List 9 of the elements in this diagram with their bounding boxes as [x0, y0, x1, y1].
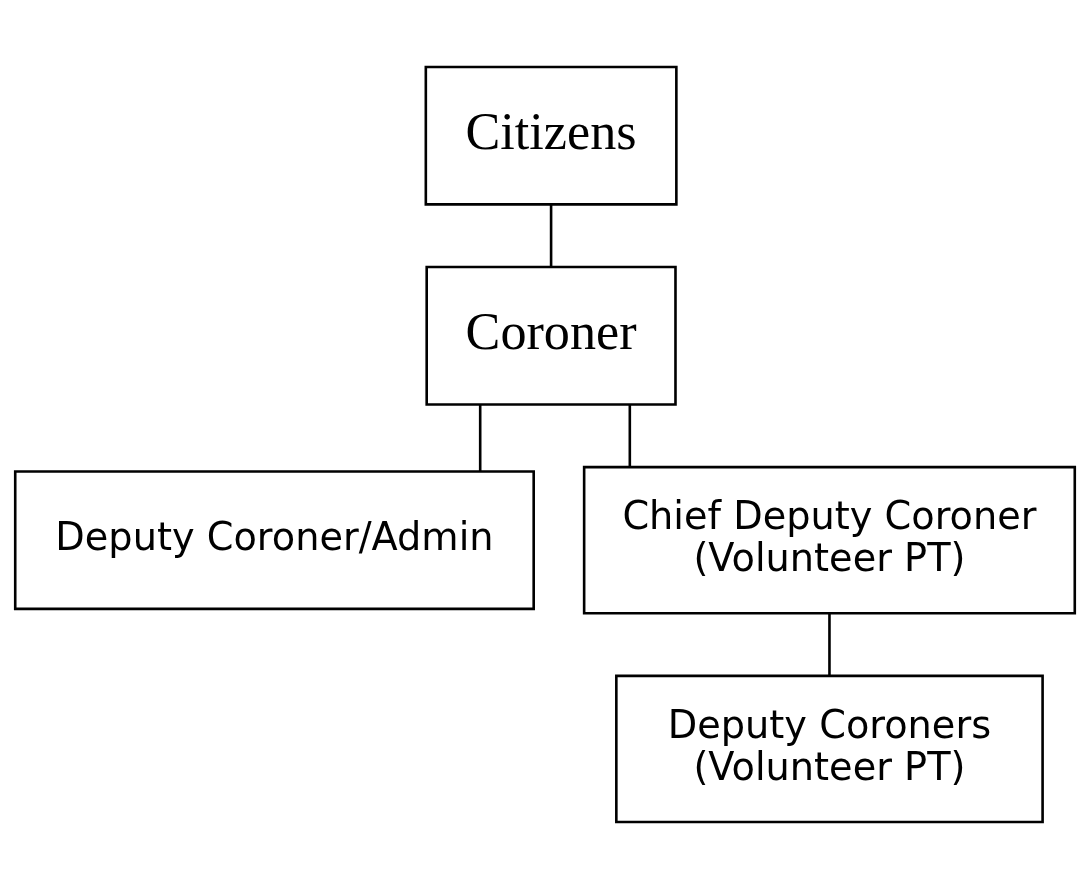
node-box: Coroner	[425, 265, 677, 406]
connector	[549, 204, 553, 267]
connector	[478, 404, 482, 471]
node-box: Deputy Coroner/Admin	[13, 469, 535, 610]
node-box: Deputy Coroners (Volunteer PT)	[615, 674, 1044, 823]
connector	[828, 613, 831, 675]
connector	[628, 404, 632, 467]
node-box: Citizens	[424, 65, 678, 206]
node-box: Chief Deputy Coroner (Volunteer PT)	[582, 465, 1077, 615]
